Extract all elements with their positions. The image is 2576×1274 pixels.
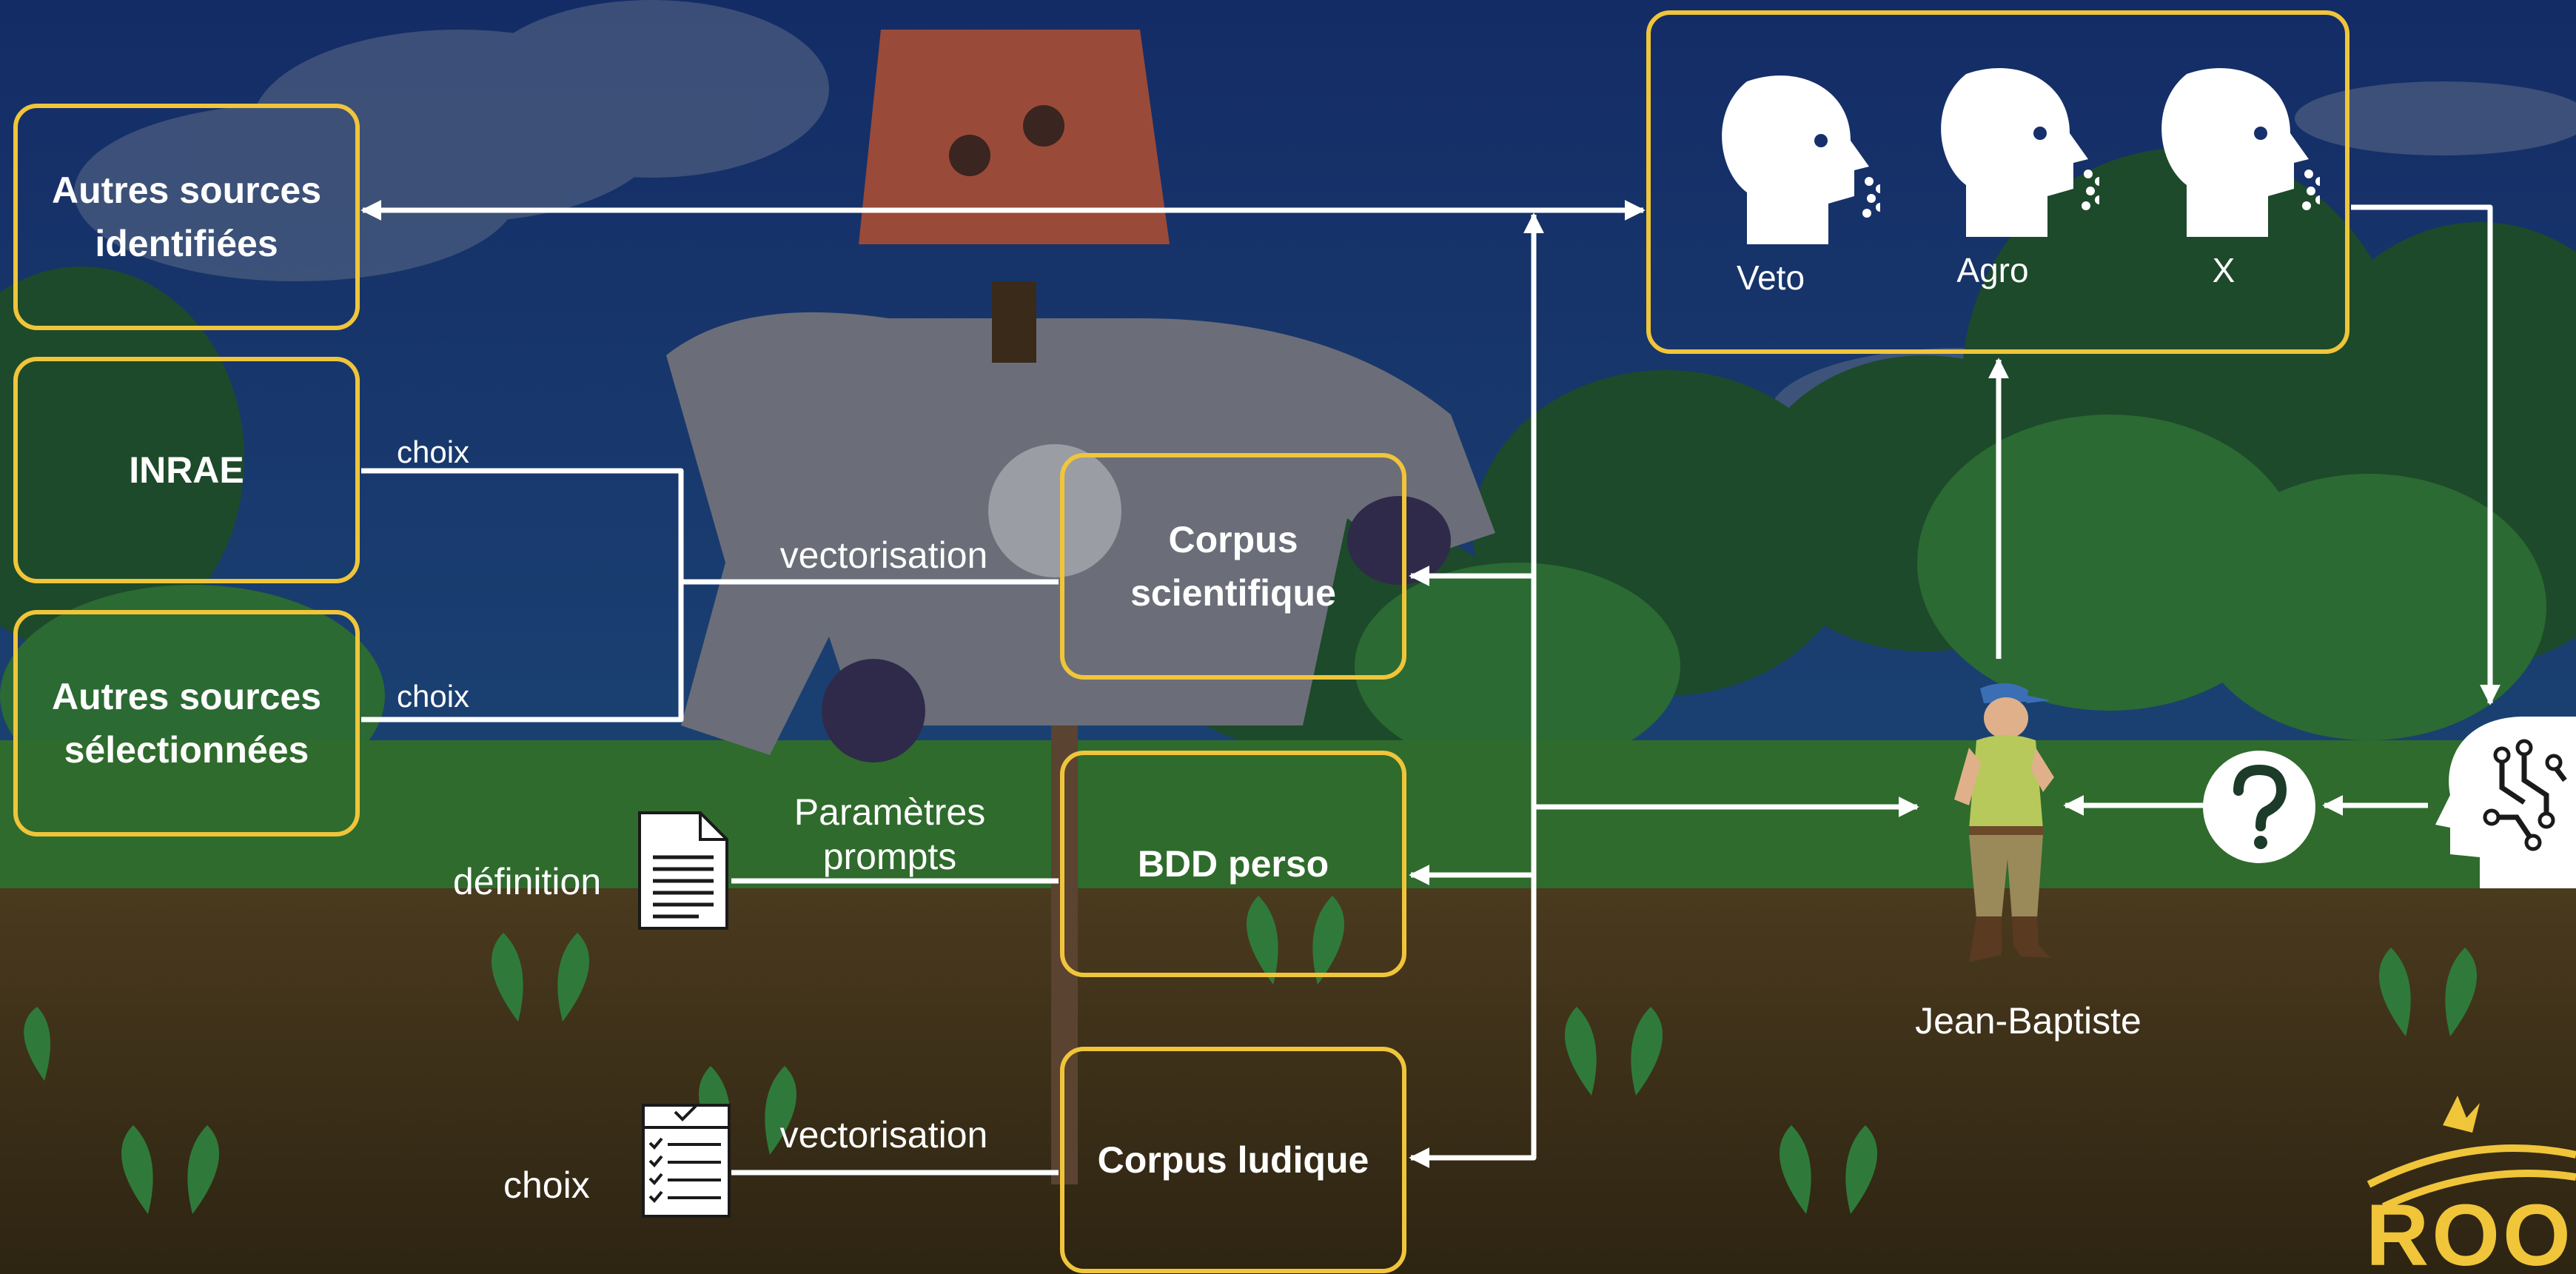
box-bdd-perso: BDD perso (1060, 751, 1406, 977)
expert-label: Agro (1956, 251, 2029, 289)
label-farmer: Jean-Baptiste (1915, 1000, 2141, 1042)
box-label: Autres sources identifiées (51, 170, 322, 264)
link-trunk-corpus-lud (1409, 1147, 1537, 1168)
label-vectorisation-lud: vectorisation (779, 1114, 988, 1156)
label-definition: définition (453, 861, 602, 902)
document-icon (638, 811, 728, 930)
link-experts-ai (2351, 204, 2500, 705)
label-choix-autres: choix (397, 679, 470, 714)
box-corpus-ludique: Corpus ludique (1060, 1047, 1406, 1273)
expert-label: Veto (1736, 258, 1805, 297)
logo-text: ROO (2366, 1187, 2574, 1274)
label-vectorisation-sci: vectorisation (779, 534, 988, 576)
box-autres-sources-identifiees: Autres sources identifiées (13, 104, 360, 330)
box-label: Corpus ludique (1097, 1139, 1369, 1181)
expert-label: X (2212, 251, 2235, 289)
checklist-icon (642, 1104, 731, 1218)
ai-head-icon (2435, 717, 2576, 888)
scarecrow-illustration (666, 30, 1495, 1184)
expert-head-icon (2161, 67, 2320, 237)
box-corpus-scientifique: Corpus scientifique (1060, 453, 1406, 680)
label-choix-ludique: choix (503, 1164, 590, 1206)
label-choix-inrae: choix (397, 435, 470, 469)
box-autres-sources-selectionnees: Autres sources sélectionnées (13, 610, 360, 837)
farmer-figure (1954, 683, 2054, 962)
label-parametres: Paramètres (794, 791, 986, 833)
box-label: Corpus scientifique (1130, 519, 1336, 614)
expert-head-icon (1722, 75, 1880, 244)
box-inrae: INRAE (13, 357, 360, 583)
box-label: BDD perso (1137, 843, 1329, 885)
box-label: Autres sources sélectionnées (51, 676, 322, 771)
box-experts (1646, 10, 2349, 354)
expert-head-icon (1941, 67, 2099, 237)
label-prompts: prompts (822, 836, 957, 877)
box-label: INRAE (129, 449, 244, 491)
question-icon (2203, 751, 2315, 863)
link-inrae-bracket (361, 468, 684, 723)
